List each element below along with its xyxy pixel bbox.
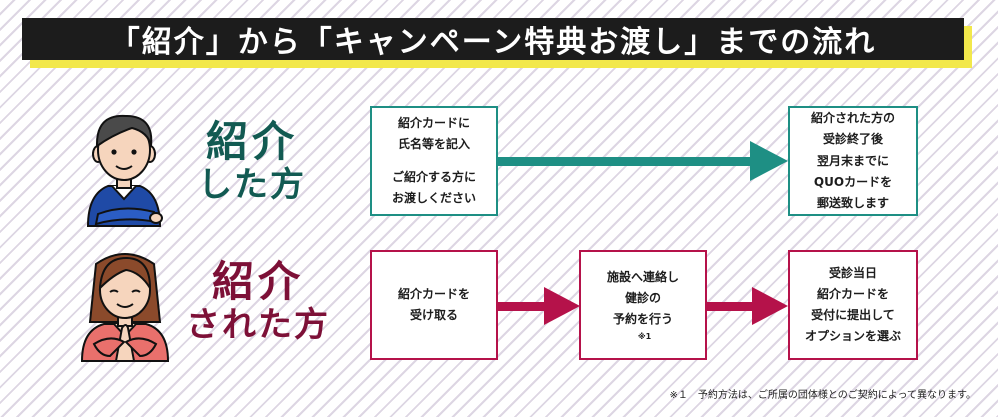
referrer-label: 紹介 した方 bbox=[182, 117, 322, 206]
footnote: ※１ 予約方法は、ご所属の団体様とのご契約によって異なります。 bbox=[669, 390, 976, 401]
step-line: 受け取る bbox=[409, 308, 458, 322]
referrer-label-line2: した方 bbox=[198, 165, 306, 206]
referred-label-line2: された方 bbox=[186, 305, 330, 346]
page-title: 「紹介」から「キャンペーン特典お渡し」までの流れ bbox=[22, 18, 964, 60]
step-line: 施設へ連絡し bbox=[606, 269, 679, 284]
step-line: 受診終了後 bbox=[822, 132, 883, 146]
referrer-label-line1: 紹介 bbox=[205, 117, 298, 166]
man-avatar-icon bbox=[86, 114, 163, 227]
referrer-arrow bbox=[498, 141, 788, 181]
step-line: 受付に提出して bbox=[811, 308, 895, 322]
step-line-text: 予約を行う bbox=[612, 311, 673, 326]
step-line: 健診の bbox=[624, 290, 661, 305]
referred-arrow-1 bbox=[498, 287, 580, 325]
step-line: 紹介された方の bbox=[810, 111, 895, 125]
referred-label-line1: 紹介 bbox=[211, 257, 304, 306]
step-line: 予約を行う ※1 bbox=[613, 309, 673, 344]
step-line: QUOカードを bbox=[813, 175, 893, 189]
step-line: 受診当日 bbox=[828, 266, 877, 280]
step-line: 翌月末までに bbox=[816, 154, 889, 168]
referred-arrow-2 bbox=[707, 287, 788, 325]
referred-step-2: 施設へ連絡し 健診の 予約を行う ※1 bbox=[579, 250, 707, 360]
step-line: 紹介カードを bbox=[397, 287, 470, 301]
step-line: 紹介カードに bbox=[397, 116, 470, 130]
step-line: ご紹介する方に bbox=[391, 170, 476, 184]
step-line: 氏名等を記入 bbox=[397, 137, 470, 151]
referred-step-3: 受診当日 紹介カードを 受付に提出して オプションを選ぶ bbox=[788, 250, 918, 360]
referred-step-1: 紹介カードを 受け取る bbox=[370, 250, 498, 360]
footnote-mark: ※1 bbox=[637, 331, 652, 341]
step-line: お渡しください bbox=[391, 191, 476, 205]
step-line: 郵送致します bbox=[816, 196, 889, 210]
referred-label: 紹介 された方 bbox=[178, 257, 338, 346]
step-line: オプションを選ぶ bbox=[804, 329, 901, 343]
referrer-step-1: 紹介カードに 氏名等を記入 ご紹介する方に お渡しください bbox=[370, 106, 498, 216]
woman-avatar-icon bbox=[80, 253, 170, 362]
step-line: 紹介カードを bbox=[816, 287, 889, 301]
referrer-step-2: 紹介された方の 受診終了後 翌月末までに QUOカードを 郵送致します bbox=[788, 106, 918, 216]
